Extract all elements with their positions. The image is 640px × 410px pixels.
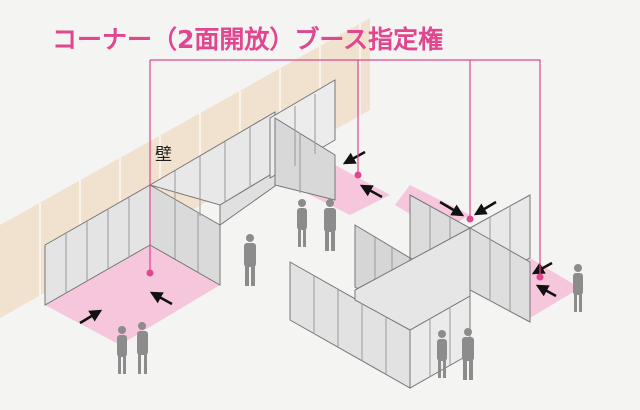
wall-label: 壁 — [155, 145, 172, 165]
people — [117, 199, 583, 380]
person-group-2 — [244, 234, 256, 286]
arrow-center-2 — [473, 200, 497, 216]
diagram-title: コーナー（2面開放）ブース指定権 — [52, 25, 444, 54]
arrow-top-2 — [359, 184, 383, 199]
booth-block-left — [44, 79, 336, 306]
leader-lines — [149, 59, 541, 276]
person-group-4 — [437, 328, 474, 380]
leader-dots — [146, 171, 544, 281]
arrow-right-2 — [535, 284, 557, 298]
person-group-3 — [297, 199, 336, 251]
arrow-top-1 — [342, 150, 366, 165]
arrow-left-front — [79, 309, 103, 325]
open-side-arrows — [79, 150, 557, 325]
arrow-left-side — [149, 291, 173, 306]
person-group-1 — [117, 322, 148, 374]
arrow-center-1 — [439, 200, 465, 217]
arrow-right-1 — [531, 261, 553, 275]
person-group-5 — [573, 264, 583, 312]
leader-line-right — [470, 59, 541, 276]
